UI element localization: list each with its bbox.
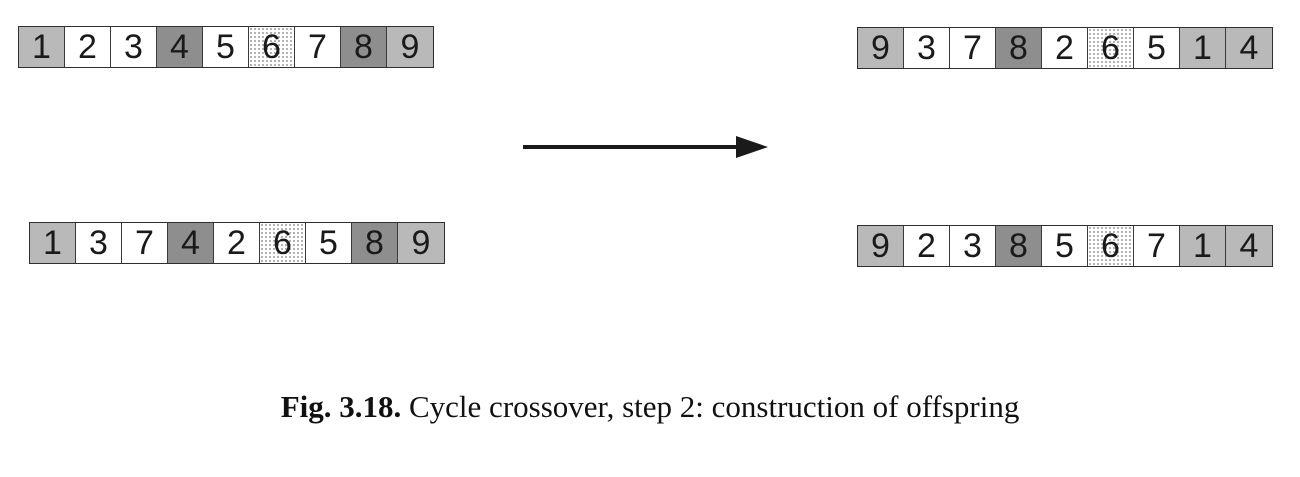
gene-cell: 7 bbox=[122, 223, 168, 263]
gene-cell: 8 bbox=[996, 28, 1042, 68]
gene-cell: 6 bbox=[260, 223, 306, 263]
gene-cell: 8 bbox=[996, 226, 1042, 266]
gene-cell: 8 bbox=[352, 223, 398, 263]
gene-cell: 2 bbox=[904, 226, 950, 266]
gene-cell: 4 bbox=[168, 223, 214, 263]
gene-cell: 9 bbox=[858, 226, 904, 266]
figure-label: Fig. 3.18. bbox=[280, 389, 402, 424]
gene-cell: 6 bbox=[1088, 28, 1134, 68]
gene-cell: 4 bbox=[1226, 28, 1272, 68]
figure-caption: Fig. 3.18. Cycle crossover, step 2: cons… bbox=[0, 389, 1300, 425]
gene-cell: 5 bbox=[306, 223, 352, 263]
gene-cell: 9 bbox=[858, 28, 904, 68]
gene-cell: 3 bbox=[76, 223, 122, 263]
gene-cell: 2 bbox=[1042, 28, 1088, 68]
gene-cell: 5 bbox=[1134, 28, 1180, 68]
gene-cell: 1 bbox=[30, 223, 76, 263]
gene-cell: 5 bbox=[1042, 226, 1088, 266]
gene-cell: 7 bbox=[1134, 226, 1180, 266]
gene-cell: 2 bbox=[65, 27, 111, 67]
gene-cell: 5 bbox=[203, 27, 249, 67]
gene-cell: 1 bbox=[19, 27, 65, 67]
figure-caption-text: Cycle crossover, step 2: construction of… bbox=[409, 389, 1020, 424]
gene-cell: 1 bbox=[1180, 28, 1226, 68]
gene-cell: 8 bbox=[341, 27, 387, 67]
gene-cell: 4 bbox=[157, 27, 203, 67]
gene-cell: 7 bbox=[950, 28, 996, 68]
gene-cell: 3 bbox=[111, 27, 157, 67]
gene-cell: 3 bbox=[904, 28, 950, 68]
gene-cell: 9 bbox=[387, 27, 433, 67]
gene-cell: 4 bbox=[1226, 226, 1272, 266]
gene-cell: 9 bbox=[398, 223, 444, 263]
gene-cell: 1 bbox=[1180, 226, 1226, 266]
gene-cell: 7 bbox=[295, 27, 341, 67]
gene-cell: 3 bbox=[950, 226, 996, 266]
gene-cell: 6 bbox=[1088, 226, 1134, 266]
crossover-arrow-icon bbox=[523, 136, 768, 158]
gene-cell: 2 bbox=[214, 223, 260, 263]
gene-cell: 6 bbox=[249, 27, 295, 67]
